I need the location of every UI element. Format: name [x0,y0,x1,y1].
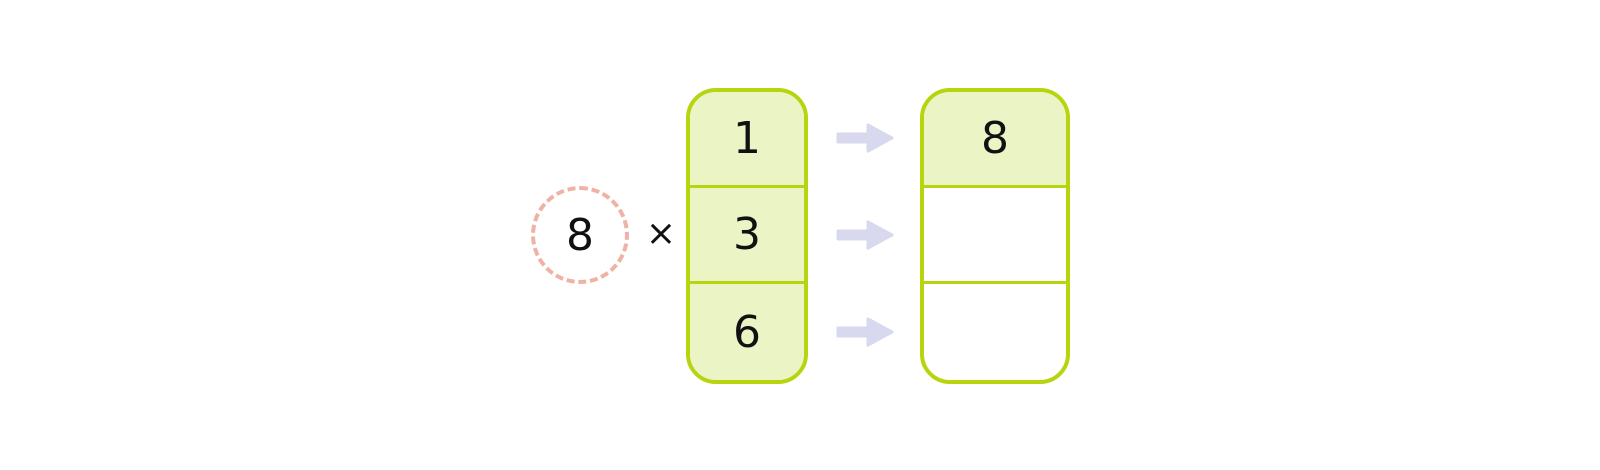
multiply-operator: × [645,212,677,254]
input-cell-value: 6 [733,306,761,358]
right-arrow-icon [834,121,896,155]
input-cell-value: 1 [733,113,761,164]
output-cell-1: 8 [924,92,1066,188]
output-column: 8 [920,88,1070,384]
input-cell-value: 3 [733,209,761,260]
input-column: 1 3 6 [686,88,808,384]
multiplier-circle: 8 [531,186,629,284]
input-cell-2: 3 [690,188,804,284]
output-cell-2 [924,188,1066,284]
input-cell-3: 6 [690,284,804,380]
output-cell-value: 8 [981,113,1009,164]
input-cell-1: 1 [690,92,804,188]
right-arrow-icon [834,315,896,349]
right-arrow-icon [834,218,896,252]
output-cell-3 [924,284,1066,380]
multiplier-value: 8 [566,209,594,261]
